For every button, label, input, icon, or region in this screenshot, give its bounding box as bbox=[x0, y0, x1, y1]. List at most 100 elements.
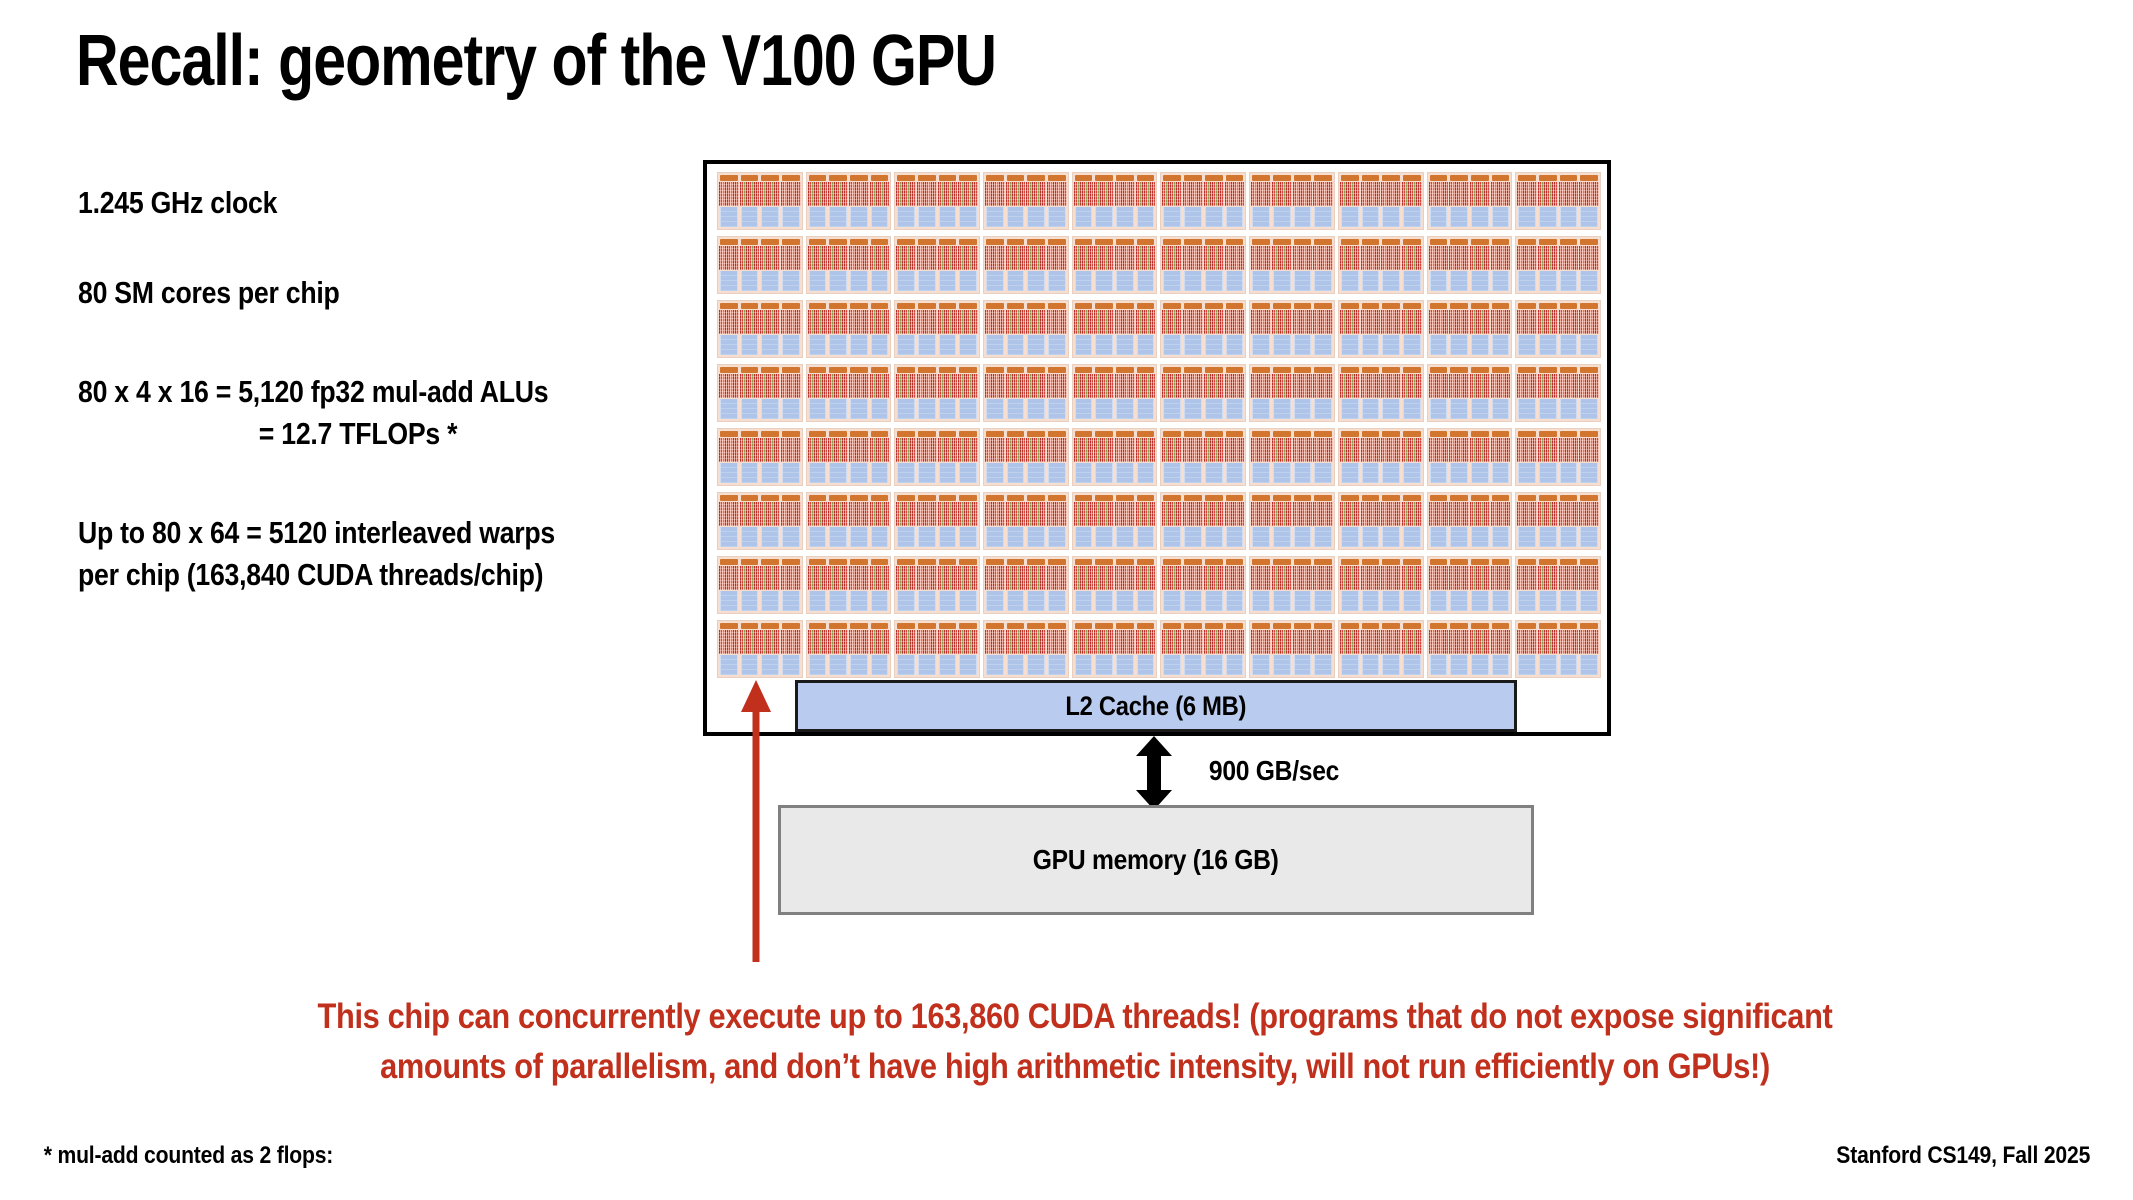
sm-warp-scheduler bbox=[918, 239, 936, 245]
sm-alu-lanes bbox=[1360, 374, 1381, 398]
sm-alu-lanes bbox=[849, 438, 869, 462]
sm-alu-lanes bbox=[1381, 438, 1401, 462]
sm-warp-scheduler bbox=[1340, 175, 1359, 181]
sm-warp-scheduler bbox=[1225, 559, 1244, 565]
sm-alu-lanes bbox=[1579, 566, 1599, 590]
sm-local-memory bbox=[1095, 271, 1114, 291]
sm-alu-lanes bbox=[896, 566, 917, 590]
sm-sub-unit bbox=[1115, 558, 1135, 612]
sm-sub-unit bbox=[1517, 558, 1537, 612]
sm-alu-lanes bbox=[1203, 374, 1224, 398]
sm-local-memory bbox=[761, 527, 780, 547]
sm-warp-scheduler bbox=[1491, 623, 1510, 629]
sm-sub-unit bbox=[896, 174, 917, 228]
sm-alu-lanes bbox=[1094, 438, 1115, 462]
sm-local-memory bbox=[1116, 271, 1134, 291]
sm-warp-scheduler bbox=[1382, 495, 1400, 501]
sm-alu-lanes bbox=[1339, 246, 1360, 270]
sm-warp-scheduler bbox=[1095, 559, 1114, 565]
sm-warp-scheduler bbox=[1402, 495, 1421, 501]
sm-local-memory bbox=[1027, 399, 1046, 419]
sm-sub-unit bbox=[937, 622, 958, 676]
sm-warp-scheduler bbox=[1361, 431, 1380, 437]
sm-warp-scheduler bbox=[1252, 431, 1270, 437]
sm-core bbox=[983, 556, 1069, 614]
sm-local-memory bbox=[720, 399, 738, 419]
sm-sub-unit bbox=[1381, 430, 1401, 484]
sm-sub-unit bbox=[1313, 558, 1333, 612]
sm-sub-unit bbox=[739, 302, 760, 356]
sm-warp-scheduler bbox=[782, 367, 800, 373]
sm-alu-lanes bbox=[1428, 310, 1449, 334]
sm-sub-unit bbox=[1360, 174, 1381, 228]
sm-alu-lanes bbox=[1183, 438, 1203, 462]
sm-warp-scheduler bbox=[782, 495, 800, 501]
sm-warp-scheduler bbox=[808, 367, 827, 373]
sm-local-memory bbox=[1163, 399, 1182, 419]
sm-warp-scheduler bbox=[1538, 303, 1557, 309]
sm-alu-lanes bbox=[869, 502, 890, 526]
sm-warp-scheduler bbox=[1027, 239, 1046, 245]
sm-core bbox=[805, 236, 892, 294]
sm-sub-unit bbox=[1203, 238, 1224, 292]
sm-alu-lanes bbox=[1224, 374, 1245, 398]
sm-sub-unit bbox=[1162, 238, 1183, 292]
sm-local-memory bbox=[1429, 207, 1448, 227]
sm-alu-lanes bbox=[849, 246, 869, 270]
sm-sub-unit bbox=[1517, 238, 1537, 292]
sm-warp-scheduler bbox=[1136, 175, 1155, 181]
sm-warp-scheduler bbox=[1314, 431, 1332, 437]
sm-warp-scheduler bbox=[1095, 623, 1114, 629]
sm-sub-unit bbox=[1469, 174, 1490, 228]
sm-warp-scheduler bbox=[1538, 559, 1557, 565]
sm-alu-lanes bbox=[1401, 310, 1422, 334]
sm-local-memory bbox=[1204, 207, 1223, 227]
sm-local-memory bbox=[1382, 271, 1400, 291]
sm-core bbox=[1249, 492, 1335, 550]
sm-core bbox=[1160, 300, 1247, 358]
sm-core-grid bbox=[717, 172, 1601, 678]
sm-sub-unit bbox=[1381, 238, 1401, 292]
sm-alu-lanes bbox=[1428, 438, 1449, 462]
sm-alu-lanes bbox=[1449, 566, 1469, 590]
sm-local-memory bbox=[1095, 655, 1114, 675]
sm-alu-lanes bbox=[1490, 566, 1511, 590]
sm-sub-unit bbox=[1469, 622, 1490, 676]
sm-alu-lanes bbox=[869, 630, 890, 654]
sm-local-memory bbox=[1252, 655, 1270, 675]
sm-local-memory bbox=[1491, 399, 1510, 419]
sm-core bbox=[717, 620, 803, 678]
sm-warp-scheduler bbox=[1382, 367, 1400, 373]
sm-local-memory bbox=[1361, 655, 1380, 675]
sm-local-memory bbox=[829, 463, 848, 483]
sm-local-memory bbox=[1252, 335, 1270, 355]
sm-warp-scheduler bbox=[1027, 367, 1046, 373]
spec-warps-line1: Up to 80 x 64 = 5120 interleaved warps bbox=[78, 515, 555, 551]
sm-sub-unit bbox=[1339, 494, 1360, 548]
sm-warp-scheduler bbox=[918, 559, 936, 565]
sm-warp-scheduler bbox=[808, 175, 827, 181]
sm-local-memory bbox=[1048, 399, 1066, 419]
sm-sub-unit bbox=[896, 558, 917, 612]
sm-warp-scheduler bbox=[897, 175, 916, 181]
sm-local-memory bbox=[1518, 271, 1536, 291]
sm-local-memory bbox=[1027, 591, 1046, 611]
sm-sub-unit bbox=[1073, 622, 1094, 676]
sm-local-memory bbox=[1314, 271, 1332, 291]
sm-warp-scheduler bbox=[1136, 495, 1155, 501]
sm-local-memory bbox=[1314, 335, 1332, 355]
sm-alu-lanes bbox=[739, 374, 760, 398]
sm-sub-unit bbox=[760, 430, 781, 484]
sm-local-memory bbox=[782, 527, 800, 547]
sm-sub-unit bbox=[1401, 558, 1422, 612]
sm-sub-unit bbox=[1428, 494, 1449, 548]
sm-local-memory bbox=[1006, 463, 1025, 483]
sm-sub-unit bbox=[1203, 302, 1224, 356]
sm-sub-unit bbox=[917, 622, 937, 676]
sm-alu-lanes bbox=[1115, 566, 1135, 590]
sm-warp-scheduler bbox=[1027, 175, 1046, 181]
sm-core bbox=[1071, 236, 1158, 294]
sm-sub-unit bbox=[1428, 302, 1449, 356]
sm-core bbox=[894, 364, 981, 422]
sm-sub-unit bbox=[937, 430, 958, 484]
